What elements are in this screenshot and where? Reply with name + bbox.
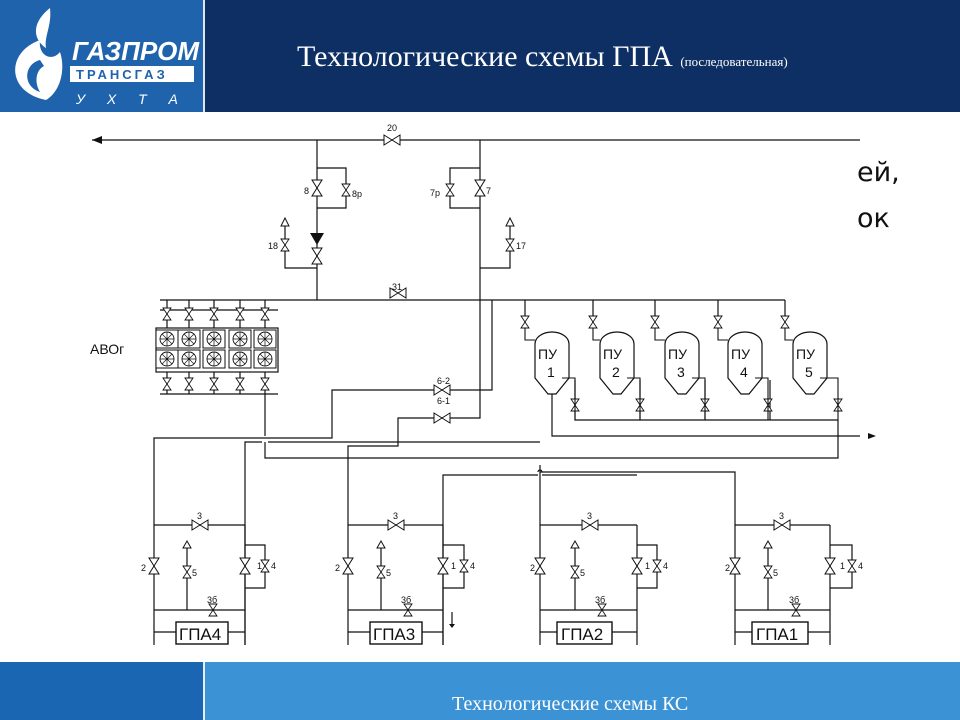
svg-text:2: 2: [141, 563, 146, 573]
valve-6-2-icon: [433, 384, 451, 396]
valve-20-label: 20: [387, 123, 397, 133]
svg-text:3: 3: [779, 511, 784, 521]
partial-text-line1: ей,: [857, 157, 900, 188]
gpa2-label: ГПА2: [561, 625, 603, 644]
svg-text:4: 4: [470, 561, 475, 571]
svg-text:1: 1: [645, 561, 650, 571]
svg-text:1: 1: [840, 561, 845, 571]
svg-text:2: 2: [725, 563, 730, 573]
dust-collector-5: [780, 315, 843, 420]
check-valve-icon: [310, 233, 324, 245]
valve-8p-icon: [341, 183, 351, 197]
svg-text:3б: 3б: [401, 595, 411, 605]
gpa1-label: ГПА1: [756, 625, 798, 644]
page-title: Технологические схемы ГПА (последователь…: [297, 40, 788, 74]
valve-7-icon: [474, 179, 486, 197]
gpa3-label: ГПА3: [373, 625, 415, 644]
partial-text-line2: ок: [857, 203, 890, 234]
avo-label: АВОг: [90, 341, 124, 357]
footer-title: Технологические схемы КС: [452, 693, 689, 715]
valve-20-icon: [383, 134, 401, 146]
svg-text:1: 1: [451, 561, 456, 571]
svg-text:3б: 3б: [789, 595, 799, 605]
svg-text:5: 5: [386, 568, 391, 578]
avo-gas-cooler: [155, 307, 279, 391]
svg-text:3: 3: [587, 511, 592, 521]
gpa2-group: 3 2 5 1 4 3б ГПА2: [530, 511, 668, 645]
svg-text:5: 5: [580, 568, 585, 578]
valve-18-icon: [280, 238, 290, 252]
svg-text:2: 2: [530, 563, 535, 573]
svg-text:1: 1: [257, 561, 262, 571]
gpa4-group: 3 2 5 1 4 3б ГПА4: [141, 511, 276, 645]
gpa3-group: 3 2 5 1 4 3б ГПА3: [335, 511, 475, 645]
gpa1-group: 3 2 5 1 4 3б ГПА1: [725, 511, 863, 645]
bleed-arrow-icon: [449, 624, 455, 628]
svg-text:3: 3: [393, 511, 398, 521]
drain-arrow-icon: [868, 433, 876, 439]
pu2-label-num: 2: [612, 364, 620, 380]
pu3-label-num: 3: [677, 364, 685, 380]
logo-text-gazprom: ГАЗПРОМ: [72, 36, 200, 66]
valve-7p-icon: [445, 183, 455, 197]
pu1-label-top: ПУ: [538, 346, 557, 362]
logo-text-transgaz: ТРАНСГАЗ: [76, 67, 168, 82]
valve-8-icon: [311, 179, 323, 197]
valve-left-lower-icon: [311, 247, 323, 265]
dust-collector-4: [713, 315, 773, 420]
dust-collector-3: [650, 315, 710, 420]
valve-31-label: 31: [392, 282, 402, 292]
svg-text:2: 2: [335, 563, 340, 573]
valve-18-label: 18: [268, 241, 278, 251]
relief-17-icon: [505, 216, 515, 227]
svg-text:4: 4: [271, 561, 276, 571]
pu4-label-num: 4: [740, 364, 748, 380]
valve-7p-label: 7р: [430, 188, 440, 198]
pu5-label-top: ПУ: [796, 346, 815, 362]
outlet-arrow-icon: [92, 136, 102, 144]
pu5-label-num: 5: [805, 364, 813, 380]
company-logo: ГАЗПРОМ ТРАНСГАЗ У Х Т А: [0, 0, 205, 112]
relief-18-icon: [280, 216, 290, 227]
dust-collector-2: [588, 315, 645, 420]
svg-text:3б: 3б: [595, 595, 605, 605]
valve-6-1-icon: [433, 412, 451, 424]
gpa-units: 3 2 5 1 4 3б ГПА4 3 2 5 1 4 3б ГПА3 3 2 …: [141, 511, 863, 645]
pu2-label-top: ПУ: [603, 346, 622, 362]
gazprom-flame-icon: ГАЗПРОМ ТРАНСГАЗ У Х Т А: [15, 8, 200, 107]
header-bar: ГАЗПРОМ ТРАНСГАЗ У Х Т А Технологические…: [0, 0, 960, 112]
title-note: (последовательная): [680, 54, 788, 69]
valve-17-icon: [505, 238, 515, 252]
pu3-label-top: ПУ: [668, 346, 687, 362]
pu4-label-top: ПУ: [731, 346, 750, 362]
pu1-label-num: 1: [547, 364, 555, 380]
svg-text:5: 5: [192, 568, 197, 578]
valve-8p-label: 8р: [352, 189, 362, 199]
svg-text:4: 4: [663, 561, 668, 571]
dust-collectors: ПУ 1 ПУ 2 ПУ 3 ПУ 4 ПУ 5: [520, 315, 843, 420]
logo-text-ukhta: У Х Т А: [75, 91, 187, 107]
svg-text:4: 4: [858, 561, 863, 571]
svg-text:3б: 3б: [207, 595, 217, 605]
valve-6-1-label: 6-1: [437, 396, 450, 406]
gpa4-label: ГПА4: [179, 625, 221, 644]
svg-text:3: 3: [197, 511, 202, 521]
dust-collector-1: [520, 315, 580, 420]
footer-bar: Технологические схемы КС: [0, 662, 960, 720]
valve-17-label: 17: [516, 241, 526, 251]
valve-8-label: 8: [304, 186, 309, 196]
svg-text:5: 5: [773, 568, 778, 578]
valve-6-2-label: 6-2: [437, 376, 450, 386]
footer-left-panel: [0, 662, 205, 720]
valve-7-label: 7: [486, 186, 491, 196]
title-main: Технологические схемы ГПА: [297, 40, 673, 73]
